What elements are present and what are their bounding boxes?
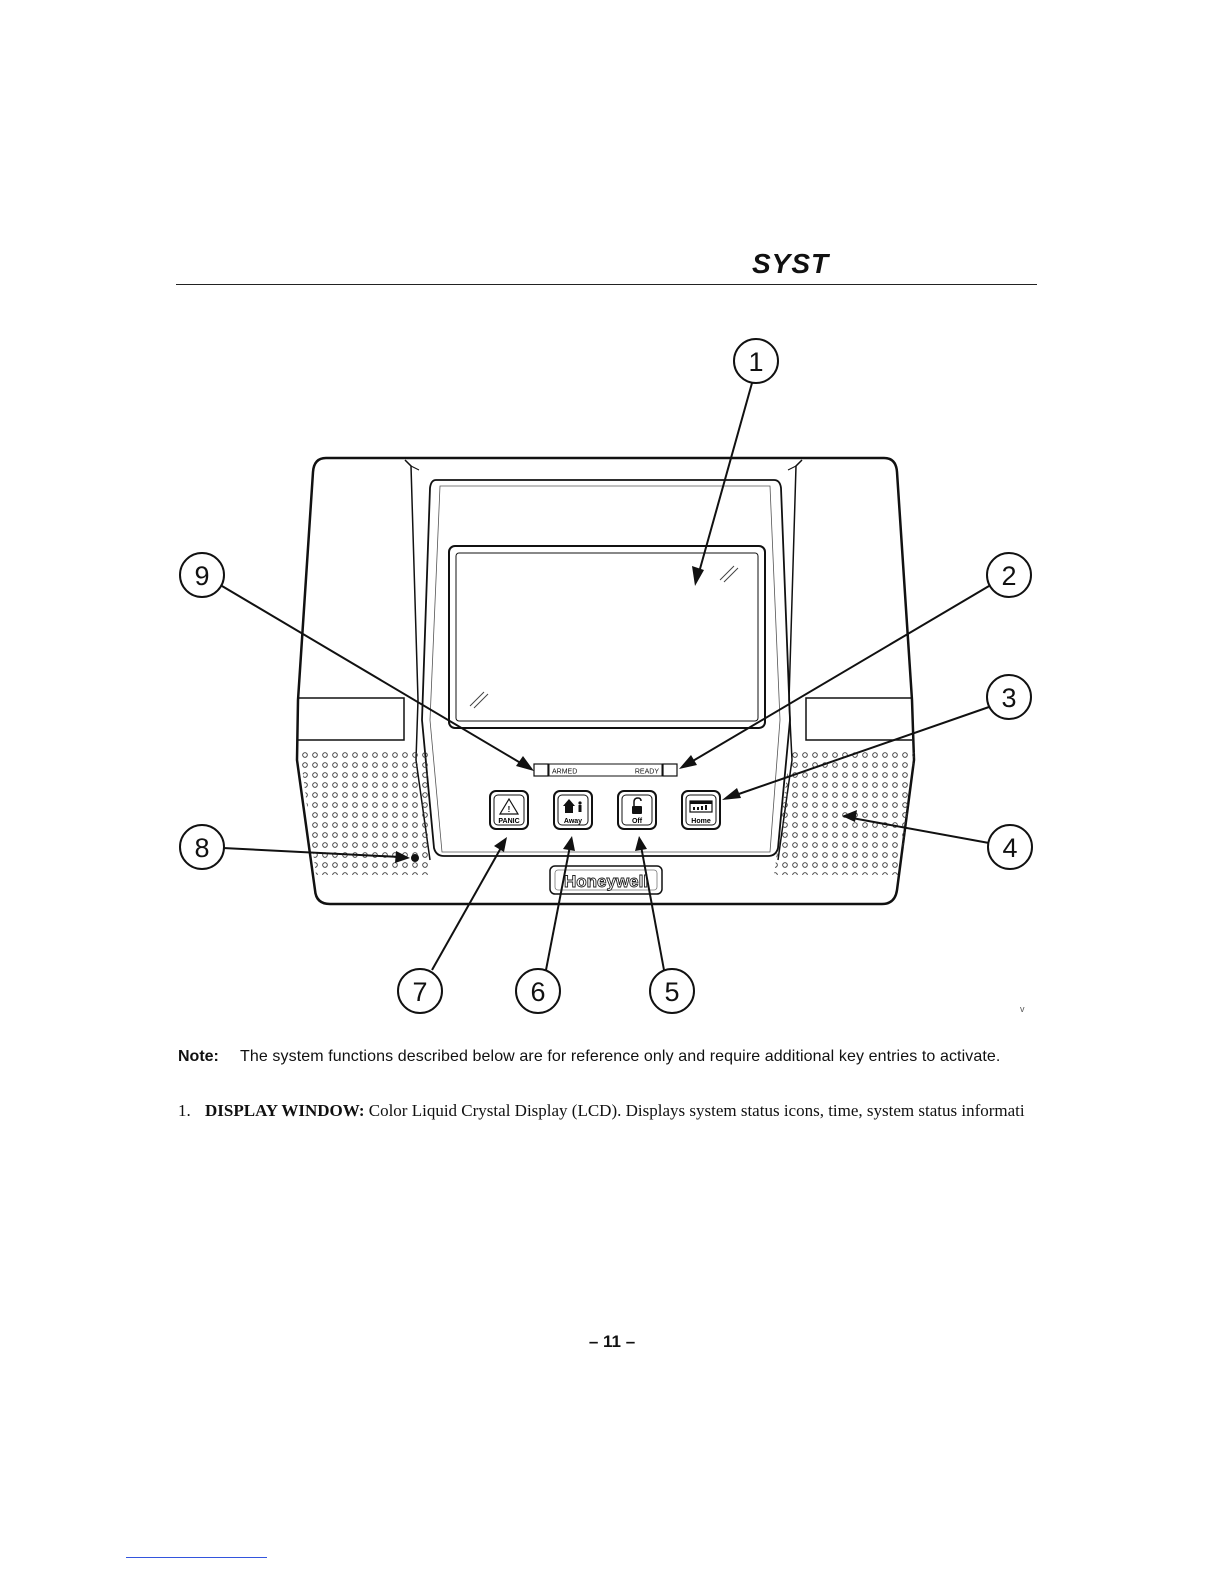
list-item-number: 1. [178,1101,191,1120]
display-window [448,545,766,729]
away-button: Away [553,790,593,830]
header-rule [176,284,1037,285]
callout-5 [649,968,695,1014]
svg-text:PANIC: PANIC [498,818,519,825]
callout-7 [397,968,443,1014]
callout-2-label: 2 [1001,561,1016,591]
callout-9-label: 9 [194,561,209,591]
callout-8-label: 8 [194,833,209,863]
control-panel-figure: ARMED READY ! PANIC Away Off Home [179,338,1033,1014]
callout-2 [986,552,1032,598]
callout-7-label: 7 [412,977,427,1007]
callout-1-label: 1 [748,347,763,377]
off-button: Off [617,790,657,830]
callout-4-label: 4 [1002,833,1017,863]
svg-text:!: ! [508,805,511,814]
note-text: The system functions described below are… [240,1048,1001,1065]
footnote-link[interactable] [126,1557,267,1558]
panic-button: ! PANIC [489,790,529,830]
list-item-body: DISPLAY WINDOW: Color Liquid Crystal Dis… [205,1100,1043,1122]
ready-label: READY [635,769,659,776]
brand-logo: Honeywell [564,872,648,891]
svg-text:Away: Away [564,818,582,825]
armed-label: ARMED [552,769,577,776]
callout-1 [733,338,779,384]
svg-text:Home: Home [691,818,711,825]
note-label: Note: [178,1048,219,1065]
callout-6-label: 6 [530,977,545,1007]
list-item-text: Color Liquid Crystal Display (LCD). Disp… [364,1101,1025,1120]
callout-9 [179,552,225,598]
svg-text:Off: Off [632,818,643,825]
callout-3-label: 3 [1001,683,1016,713]
figure-mark: v [1020,1004,1025,1014]
callout-8 [179,824,225,870]
list-item-term: DISPLAY WINDOW: [205,1101,365,1120]
microphone [411,854,419,862]
callout-5-label: 5 [664,977,679,1007]
home-button: Home [681,790,721,830]
callout-4 [987,824,1033,870]
section-title: SYST [752,248,830,279]
page-number: – 11 – [588,1332,636,1351]
callout-3 [986,674,1032,720]
callout-6 [515,968,561,1014]
